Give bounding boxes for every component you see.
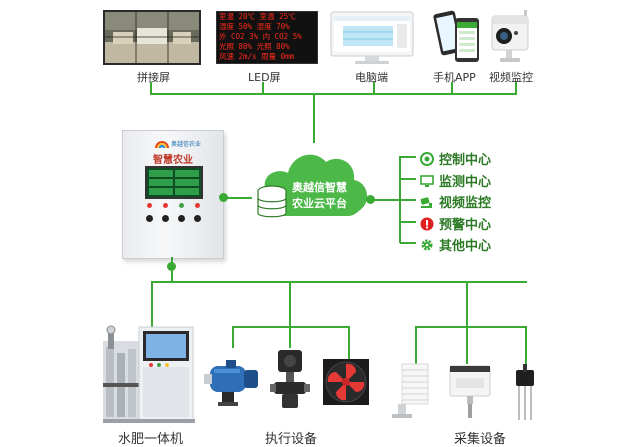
top-device-drop [373, 82, 375, 93]
device-label-led: LED屏 [248, 71, 281, 84]
control-cabinet: 奥越信农业 智慧农业 [122, 130, 224, 259]
top-device-drop [451, 82, 453, 93]
center-branch [400, 178, 416, 180]
center-video: 视频监控 [420, 192, 491, 211]
top-device-drop [515, 82, 517, 93]
device-label-video: 视频监控 [489, 71, 533, 84]
screen-tile [175, 179, 199, 186]
center-label: 视频监控 [439, 196, 492, 211]
device-label-phone: 手机APP [433, 71, 476, 84]
control-knob [162, 215, 169, 222]
top-to-cloud-line [313, 93, 315, 143]
database-icon [256, 185, 288, 223]
top-device-drop [150, 82, 152, 93]
connector-dot [167, 262, 176, 271]
led-row: 室温 20℃ 室温 25℃ [219, 12, 296, 21]
camera-icon [420, 195, 434, 209]
connector-dot [366, 195, 375, 204]
screen-tile [175, 188, 199, 195]
control-knob [146, 215, 153, 222]
actuator-drop [289, 326, 291, 348]
device-label-splice: 拼接屏 [137, 71, 170, 84]
louver-box-sensor [392, 360, 438, 422]
cloud-title-line1: 奥越信智慧 [292, 181, 347, 194]
bottom-drop [466, 281, 468, 327]
alert-icon [420, 217, 434, 231]
indicator-light-red [147, 203, 152, 208]
splice-screen-device [103, 10, 201, 65]
device-label-computer: 电脑端 [355, 71, 388, 84]
sensor-drop [525, 326, 527, 364]
center-branch [400, 199, 416, 201]
sensor-drop [415, 326, 417, 364]
bottom-drop [151, 281, 153, 341]
connector-dot [219, 193, 228, 202]
actuator-bracket [232, 326, 350, 328]
fertigation-machine [103, 323, 195, 425]
led-screen-device: 室温 20℃ 室温 25℃ 湿度 50% 湿度 70% 外 CO2 3% 内 C… [216, 11, 318, 64]
screen-tile [175, 170, 199, 177]
center-alert: 预警中心 [420, 214, 491, 233]
top-device-drop [262, 82, 264, 93]
indicator-light-green [179, 203, 184, 208]
center-other: 其他中心 [420, 235, 491, 254]
center-label: 预警中心 [439, 218, 492, 233]
led-row: 光照 80% 光照 80% [219, 42, 290, 51]
cabinet-logo: 奥越信农业 [155, 137, 201, 149]
cloud-to-centers-line [370, 199, 400, 201]
center-control: 控制中心 [420, 149, 491, 168]
sensor-drop [466, 326, 468, 364]
center-branch [400, 156, 416, 158]
actuator-drop [232, 326, 234, 348]
computer-device [323, 10, 421, 65]
rainbow-logo-icon [155, 141, 169, 149]
monitor-icon [420, 174, 434, 188]
led-row: 风速 2m/s 雨量 0mm [219, 52, 295, 61]
cloud-platform: 奥越信智慧 农业云平台 [250, 140, 375, 225]
phone-device [433, 8, 485, 65]
cabinet-title: 智慧农业 [153, 155, 193, 166]
center-label: 监测中心 [439, 175, 492, 190]
cabinet-logo-text: 奥越信农业 [171, 140, 202, 148]
top-bus-line [150, 93, 517, 95]
cloud-title-line2: 农业云平台 [292, 197, 347, 210]
screen-tile [149, 170, 173, 177]
actuator-drop [348, 326, 350, 360]
group-label-sensors: 采集设备 [454, 432, 507, 447]
bottom-bus-line [151, 281, 527, 283]
control-knob [178, 215, 185, 222]
bottom-drop [289, 281, 291, 327]
center-monitor: 监测中心 [420, 171, 491, 190]
group-label-fertigation: 水肥一体机 [118, 432, 184, 447]
soil-probe-sensor [510, 364, 540, 422]
target-icon [420, 151, 434, 166]
center-label: 其他中心 [439, 239, 492, 254]
group-label-actuators: 执行设备 [265, 432, 318, 447]
indicator-light-red [163, 203, 168, 208]
motor-actuator [204, 356, 264, 408]
valve-actuator [270, 346, 310, 410]
cabinet-to-cloud-line [222, 197, 252, 199]
sensor-bracket [415, 326, 527, 328]
screen-tile [149, 179, 173, 186]
led-row: 湿度 50% 湿度 70% [219, 22, 290, 31]
exhaust-fan-actuator [322, 358, 370, 406]
center-label: 控制中心 [439, 153, 492, 168]
gear-icon [420, 238, 434, 252]
transmitter-sensor [448, 364, 492, 420]
screen-tile [149, 188, 173, 195]
video-camera-device [478, 6, 540, 66]
indicator-light-red [195, 203, 200, 208]
cabinet-touchscreen [145, 166, 203, 199]
center-branch [400, 242, 416, 244]
control-knob [194, 215, 201, 222]
led-row: 外 CO2 3% 内 CO2 5% [219, 32, 302, 41]
center-branch [400, 221, 416, 223]
